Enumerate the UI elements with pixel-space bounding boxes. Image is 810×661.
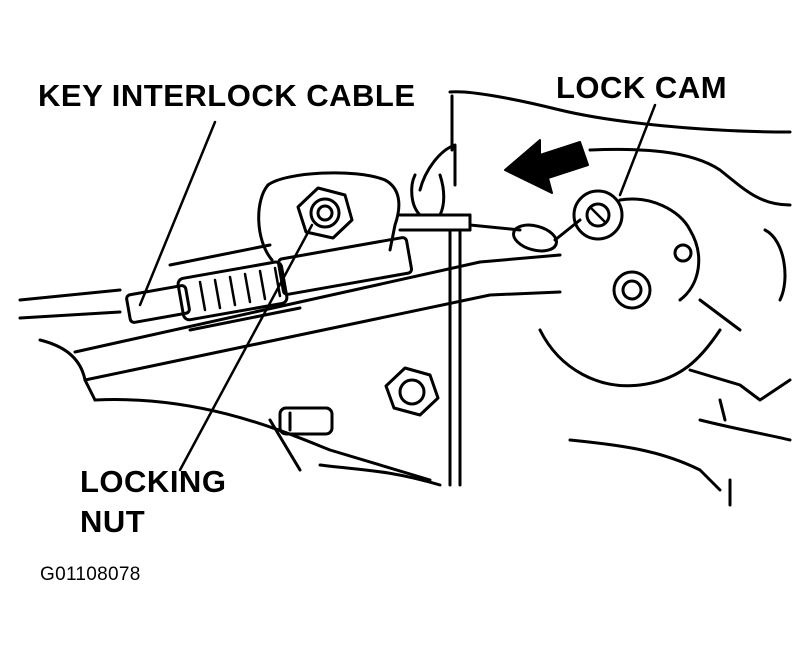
interlock-rod — [398, 173, 472, 487]
lock-cam — [538, 189, 792, 422]
locking-nut-label: LOCKING NUT — [80, 462, 226, 542]
direction-arrow — [504, 139, 589, 194]
locking-nut-top — [296, 186, 354, 240]
leader-locking-nut — [178, 223, 314, 472]
upper-housing — [448, 90, 792, 302]
locking-nut-label-line1: LOCKING — [80, 464, 227, 499]
key-interlock-cable-label: KEY INTERLOCK CABLE — [38, 78, 416, 113]
locking-nut-label-line2: NUT — [80, 504, 146, 539]
key-interlock-cable-assembly — [125, 236, 414, 332]
lower-nut — [384, 366, 440, 417]
housing-body — [18, 253, 562, 487]
leader-lock-cam — [618, 103, 657, 197]
leader-key-interlock-cable — [138, 120, 217, 307]
lock-cam-label: LOCK CAM — [556, 70, 728, 105]
right-housing — [568, 418, 792, 507]
leader-lines — [138, 103, 657, 472]
cam-link-rod — [468, 218, 582, 253]
bracket-plate — [257, 143, 457, 262]
figure-code: G01108078 — [40, 564, 141, 585]
housing-slot — [278, 406, 334, 436]
